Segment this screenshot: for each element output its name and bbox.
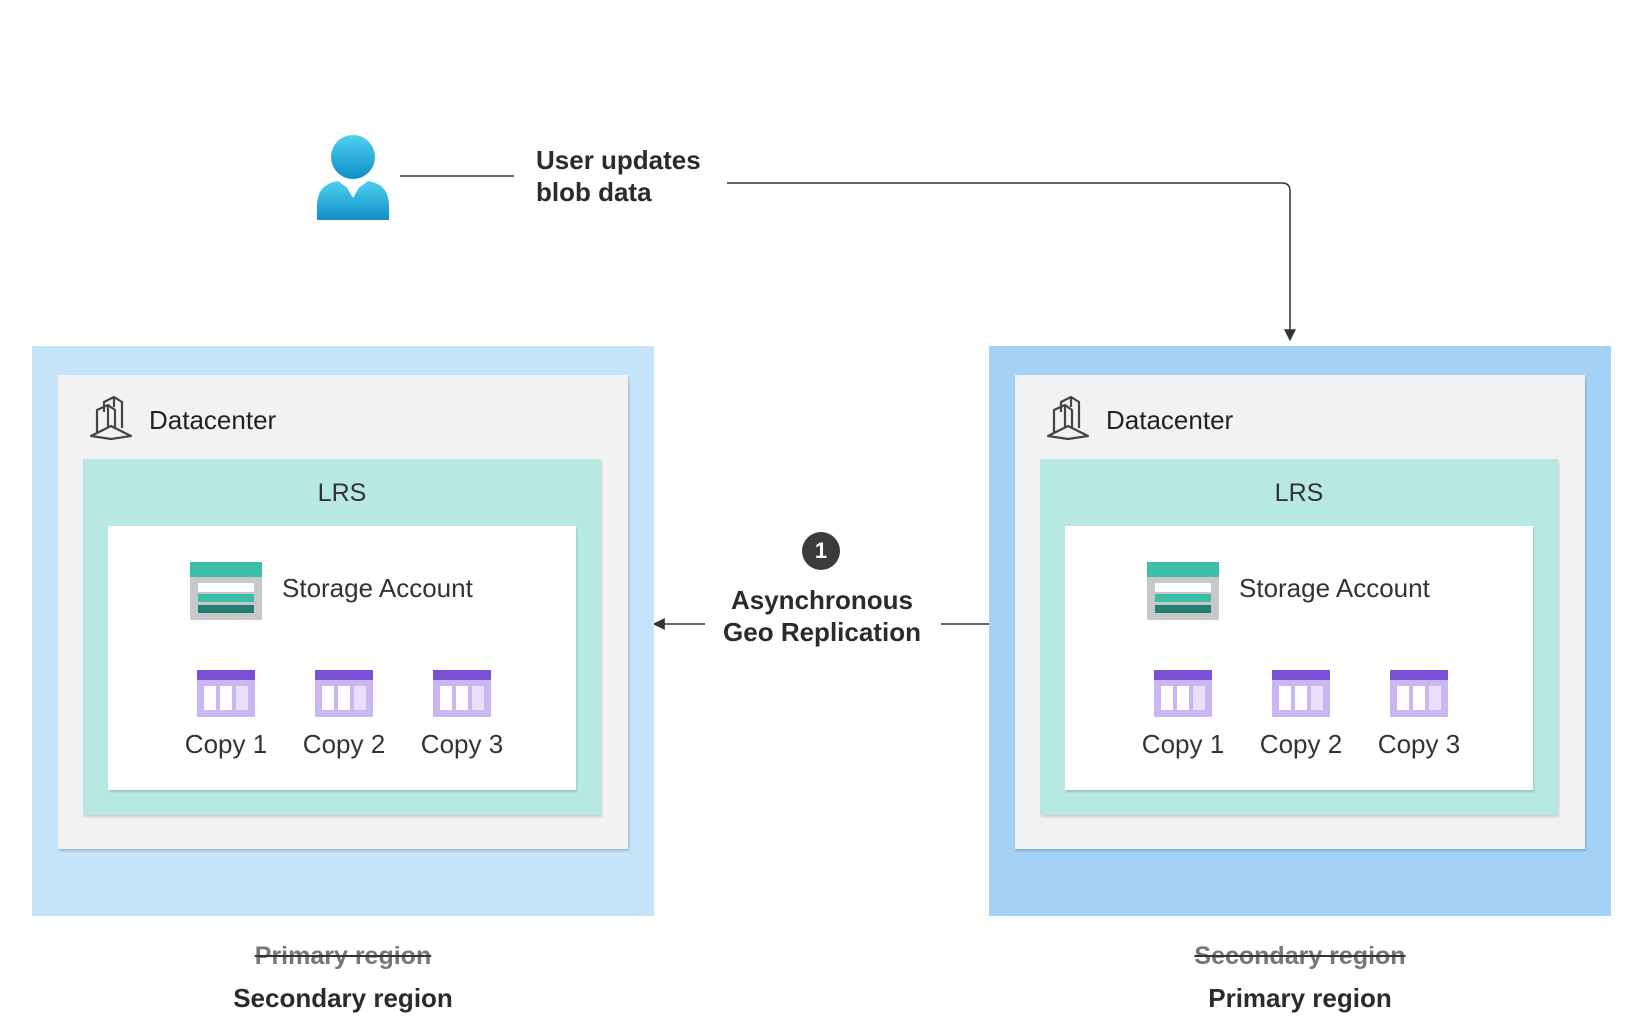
copy-label: Copy 2: [302, 729, 386, 759]
datacenter-right: Datacenter LRS Storage Account: [1015, 375, 1585, 849]
lrs-container-right: LRS Storage Account: [1040, 459, 1558, 815]
region-right: Datacenter LRS Storage Account: [989, 346, 1611, 916]
datacenter-icon: [1046, 395, 1090, 440]
blob-copy-icon: [1390, 670, 1448, 717]
copy-label: Copy 3: [420, 729, 504, 759]
storage-account-icon: [1147, 562, 1219, 620]
copy-1-left: Copy 1: [166, 670, 286, 760]
user-icon: [317, 135, 389, 220]
copy-2-right: Copy 2: [1241, 670, 1361, 760]
step-number-badge: 1: [802, 532, 840, 570]
lrs-label: LRS: [1274, 479, 1324, 507]
copy-3-right: Copy 3: [1359, 670, 1479, 760]
blob-copy-icon: [433, 670, 491, 717]
copy-label: Copy 3: [1377, 729, 1461, 759]
copy-1-right: Copy 1: [1123, 670, 1243, 760]
replication-label: Asynchronous Geo Replication: [723, 585, 921, 647]
storage-account-icon: [190, 562, 262, 620]
storage-account-box-right: Storage Account Copy 1: [1065, 526, 1533, 790]
blob-copy-icon: [315, 670, 373, 717]
copy-label: Copy 2: [1259, 729, 1343, 759]
copy-label: Copy 1: [184, 729, 268, 759]
blob-copy-icon: [1154, 670, 1212, 717]
datacenter-label: Datacenter: [149, 405, 277, 435]
datacenter-icon: [89, 395, 133, 440]
blob-copy-icon: [1272, 670, 1330, 717]
new-region-label-left: Secondary region: [233, 983, 453, 1013]
storage-account-box-left: Storage Account Copy 1: [108, 526, 576, 790]
datacenter-left: Datacenter LRS Storage Account: [58, 375, 628, 849]
datacenter-label: Datacenter: [1106, 405, 1234, 435]
copy-3-left: Copy 3: [402, 670, 522, 760]
old-region-label-left: Primary region: [254, 942, 432, 970]
copy-label: Copy 1: [1141, 729, 1225, 759]
storage-account-label: Storage Account: [1239, 573, 1430, 603]
storage-account-label: Storage Account: [282, 573, 473, 603]
old-region-label-right: Secondary region: [1194, 942, 1406, 970]
copy-2-left: Copy 2: [284, 670, 404, 760]
lrs-label: LRS: [317, 479, 367, 507]
user-action-label: User updates blob data: [536, 145, 701, 207]
user-update-arrow: [727, 182, 1296, 342]
region-left: Datacenter LRS Storage Account: [32, 346, 654, 916]
new-region-label-right: Primary region: [1208, 983, 1392, 1013]
lrs-container-left: LRS Storage Account: [83, 459, 601, 815]
blob-copy-icon: [197, 670, 255, 717]
